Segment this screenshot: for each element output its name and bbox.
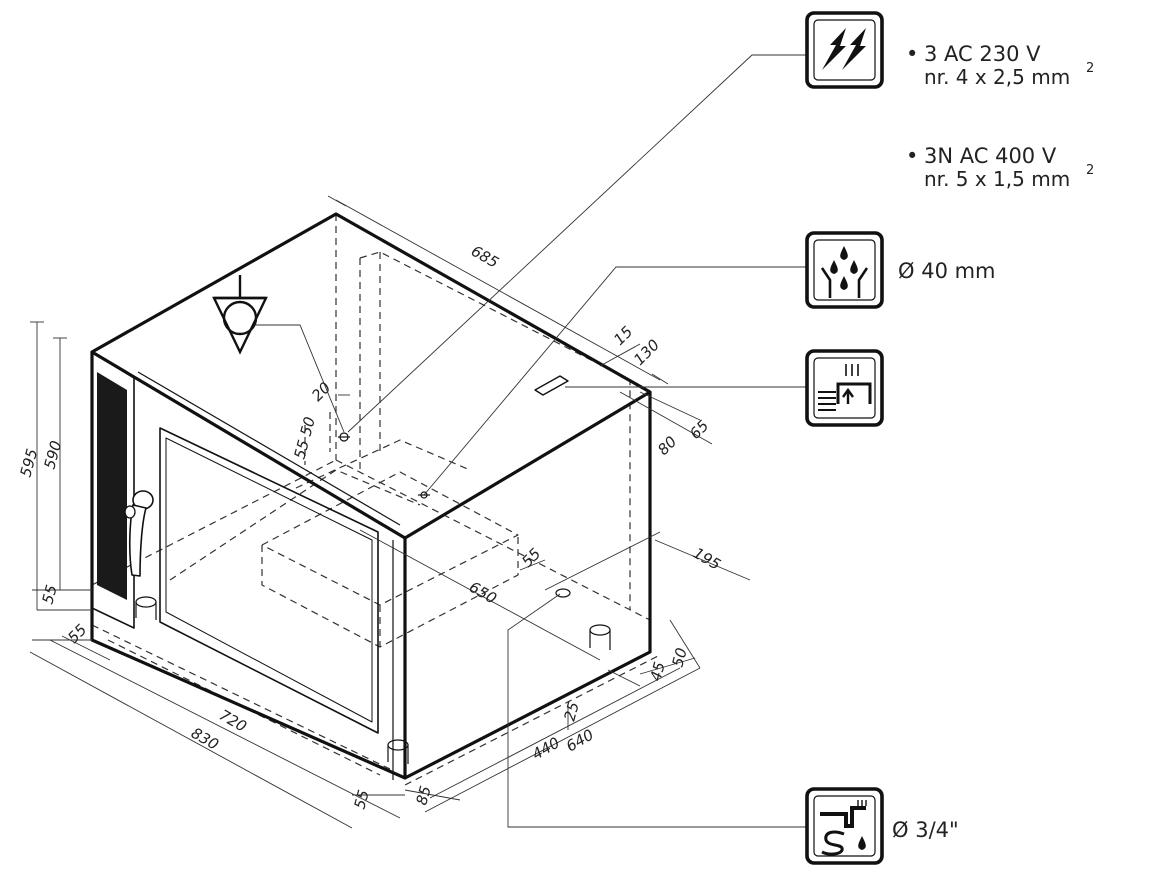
dim-830: 830 [188, 724, 222, 754]
dim-720: 720 [216, 706, 250, 736]
electrical-spec-2-line1: 3N AC 400 V [924, 144, 1057, 168]
dim-25: 25 [560, 700, 582, 723]
electrical-spec-1-line1: 3 AC 230 V [924, 42, 1041, 66]
dimension-lines [29, 195, 751, 829]
leader-lines [256, 54, 806, 828]
dim-55-front: 55 [64, 621, 90, 647]
dim-685: 685 [468, 242, 502, 272]
water-spec: Ø 3/4" [892, 818, 959, 842]
dim-55-left: 55 [38, 583, 60, 606]
oven-body [90, 212, 661, 786]
hidden-edges [91, 214, 661, 786]
drain-drops-icon [805, 231, 884, 309]
dim-195: 195 [690, 544, 724, 574]
lightning-icon [805, 11, 884, 89]
steam-exhaust-icon [805, 349, 884, 427]
control-panel-display [97, 372, 127, 600]
electrical-spec-2: • 3N AC 400 V nr. 5 x 1,5 mm 2 [906, 144, 1094, 191]
drain-spec: Ø 40 mm [898, 259, 996, 283]
dim-130: 130 [630, 336, 663, 369]
steam-vent-slot [534, 375, 569, 396]
equipotential-ground-icon [212, 275, 268, 355]
dim-590: 590 [40, 439, 65, 471]
bullet: • [906, 144, 918, 168]
dim-55-mid: 55 [518, 545, 544, 571]
oven-door-window [159, 427, 379, 734]
dim-440: 440 [529, 734, 563, 764]
water-inlet-icon [805, 787, 884, 865]
dim-595: 595 [16, 447, 41, 479]
bullet: • [906, 42, 918, 66]
oven-front-outline [90, 352, 407, 780]
dim-45: 45 [646, 660, 668, 683]
electrical-spec-2-sup: 2 [1086, 163, 1094, 178]
dim-15: 15 [610, 323, 636, 349]
oven-top [90, 212, 652, 540]
dim-640: 640 [563, 726, 597, 756]
electrical-spec-2-line2: nr. 5 x 1,5 mm [924, 167, 1070, 191]
door-handle [124, 490, 154, 577]
dim-80: 80 [654, 433, 680, 459]
dim-85: 85 [412, 784, 434, 807]
electrical-spec-1-line2: nr. 4 x 2,5 mm [924, 65, 1070, 89]
dim-65: 65 [686, 417, 712, 443]
oven-door-window-inner [165, 437, 373, 723]
electrical-spec-1-sup: 2 [1086, 61, 1094, 76]
dim-50: 50 [668, 646, 690, 669]
electrical-spec-1: • 3 AC 230 V nr. 4 x 2,5 mm 2 [906, 42, 1094, 89]
oven-side-outline [404, 392, 652, 780]
dim-55-bottom: 55 [350, 788, 372, 811]
oven-feet [135, 596, 611, 764]
